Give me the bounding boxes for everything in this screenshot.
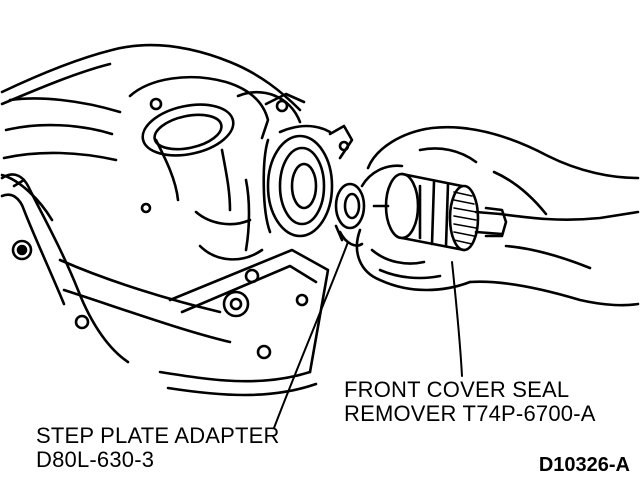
callout-line: REMOVER T74P-6700-A	[344, 401, 596, 426]
seal-remover-tool	[372, 172, 508, 252]
seal-remover-callout: FRONT COVER SEAL REMOVER T74P-6700-A	[344, 378, 596, 426]
extension-housing	[128, 75, 306, 318]
step-plate-adapter-callout: STEP PLATE ADAPTER D80L-630-3	[36, 424, 280, 472]
step-plate-adapter	[334, 182, 366, 247]
hands	[355, 125, 640, 307]
callout-line: STEP PLATE ADAPTER	[36, 423, 280, 448]
callout-line: FRONT COVER SEAL	[344, 377, 570, 402]
bell-housing-flange	[0, 173, 130, 364]
leader-step-plate	[273, 241, 349, 429]
callout-line: D80L-630-3	[36, 447, 155, 472]
front-cover	[262, 124, 354, 238]
transmission-case	[0, 43, 330, 397]
leader-seal-remover	[451, 261, 463, 377]
figure-code: D10326-A	[538, 454, 630, 476]
leader-lines	[273, 241, 463, 429]
